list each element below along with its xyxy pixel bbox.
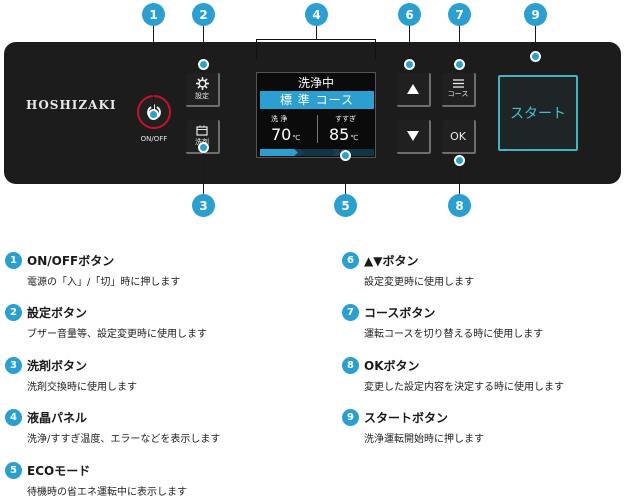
legend-desc: 待機時の省エネ運転中に表示します — [27, 487, 187, 498]
ok-label: OK — [450, 129, 466, 143]
lcd-status: 洗浄中 — [297, 76, 334, 90]
legend-number: 9 — [342, 409, 359, 426]
legend-number: 7 — [342, 304, 359, 321]
wash-temp-value: 70 — [271, 125, 292, 144]
callout-4: 4 — [305, 3, 328, 26]
leader-2 — [203, 24, 204, 64]
callout-5: 5 — [334, 194, 357, 217]
lcd-panel: 洗浄中 標 準 コース 洗 浄 すすぎ 70℃ 85℃ — [256, 72, 376, 158]
legend-title: コースボタン — [364, 306, 436, 320]
legend-desc: 電源の「入」/「切」時に押します — [27, 277, 181, 288]
rinse-temp-label: すすぎ — [335, 115, 356, 123]
legend-desc: 洗剤交換時に使用します — [27, 382, 137, 393]
legend-title: OKボタン — [364, 359, 420, 373]
legend-number: 1 — [5, 252, 22, 269]
legend-title: 設定ボタン — [27, 306, 88, 320]
leader-7 — [459, 24, 460, 64]
leader-1 — [153, 24, 154, 114]
lcd-course: 標 準 コース — [260, 91, 374, 109]
target-dot-9 — [530, 51, 541, 62]
rinse-temp: 85℃ — [329, 125, 358, 144]
legend-desc: 洗浄運転開始時に押します — [364, 434, 484, 445]
target-dot-3 — [198, 142, 209, 153]
settings-button[interactable]: 設定 — [186, 73, 220, 107]
up-button[interactable] — [397, 73, 431, 107]
legend-number: 8 — [342, 357, 359, 374]
down-button[interactable] — [397, 120, 431, 154]
legend-desc: 設定変更時に使用します — [364, 277, 474, 288]
leader-3 — [203, 145, 204, 195]
eco-progress-bar — [260, 149, 374, 156]
ok-button[interactable]: OK — [442, 120, 476, 154]
callout-2: 2 — [192, 3, 215, 26]
legend-desc: 運転コースを切り替える時に使用します — [364, 329, 544, 340]
legend-title: スタートボタン — [364, 411, 449, 425]
rinse-temp-value: 85 — [329, 125, 350, 144]
gear-icon — [195, 77, 209, 90]
callout-1: 1 — [142, 3, 165, 26]
lcd-bracket — [256, 39, 376, 59]
legend-number: 4 — [5, 409, 22, 426]
legend-number: 6 — [342, 252, 359, 269]
legend-desc: 変更した設定内容を決定する時に使用します — [364, 382, 564, 393]
wash-temp: 70℃ — [271, 125, 300, 144]
start-button[interactable]: スタート — [498, 75, 578, 151]
brand-logo: HOSHIZAKI — [26, 98, 117, 112]
target-dot-8 — [454, 155, 465, 166]
legend-title: 洗剤ボタン — [27, 359, 88, 373]
start-label: スタート — [510, 106, 566, 122]
lcd-divider — [317, 115, 318, 143]
legend-number: 3 — [5, 357, 22, 374]
power-label: ON/OFF — [140, 135, 168, 143]
callout-3: 3 — [192, 194, 215, 217]
triangle-up-icon — [407, 84, 419, 94]
target-dot-7 — [454, 59, 465, 70]
target-dot-5 — [340, 150, 351, 161]
callout-8: 8 — [448, 194, 471, 217]
rinse-temp-unit: ℃ — [350, 134, 359, 142]
leader-9 — [535, 24, 536, 56]
leader-4 — [316, 24, 317, 39]
container-icon — [196, 125, 208, 136]
legend-title: ▲▼ボタン — [364, 254, 419, 268]
course-label: コース — [447, 90, 469, 98]
leader-8 — [459, 160, 460, 195]
legend-number: 5 — [5, 462, 22, 479]
callout-6: 6 — [398, 3, 421, 26]
legend-number: 2 — [5, 304, 22, 321]
triangle-down-icon — [407, 131, 419, 141]
wash-temp-label: 洗 浄 — [271, 115, 288, 123]
callout-9: 9 — [524, 3, 547, 26]
target-dot-2 — [198, 59, 209, 70]
menu-icon — [452, 79, 464, 88]
legend-desc: ブザー音量等、設定変更時に使用します — [27, 329, 207, 340]
legend-title: ECOモード — [27, 464, 91, 478]
target-dot-1 — [148, 109, 159, 120]
callout-7: 7 — [448, 3, 471, 26]
leader-6 — [409, 24, 410, 64]
legend-title: 液晶パネル — [27, 411, 88, 425]
wash-temp-unit: ℃ — [292, 134, 301, 142]
leader-5 — [345, 155, 346, 195]
course-button[interactable]: コース — [442, 73, 476, 107]
legend-desc: 洗浄/すすぎ温度、エラーなどを表示します — [27, 434, 221, 445]
settings-label: 設定 — [195, 92, 209, 100]
legend-title: ON/OFFボタン — [27, 254, 115, 268]
target-dot-6 — [404, 59, 415, 70]
